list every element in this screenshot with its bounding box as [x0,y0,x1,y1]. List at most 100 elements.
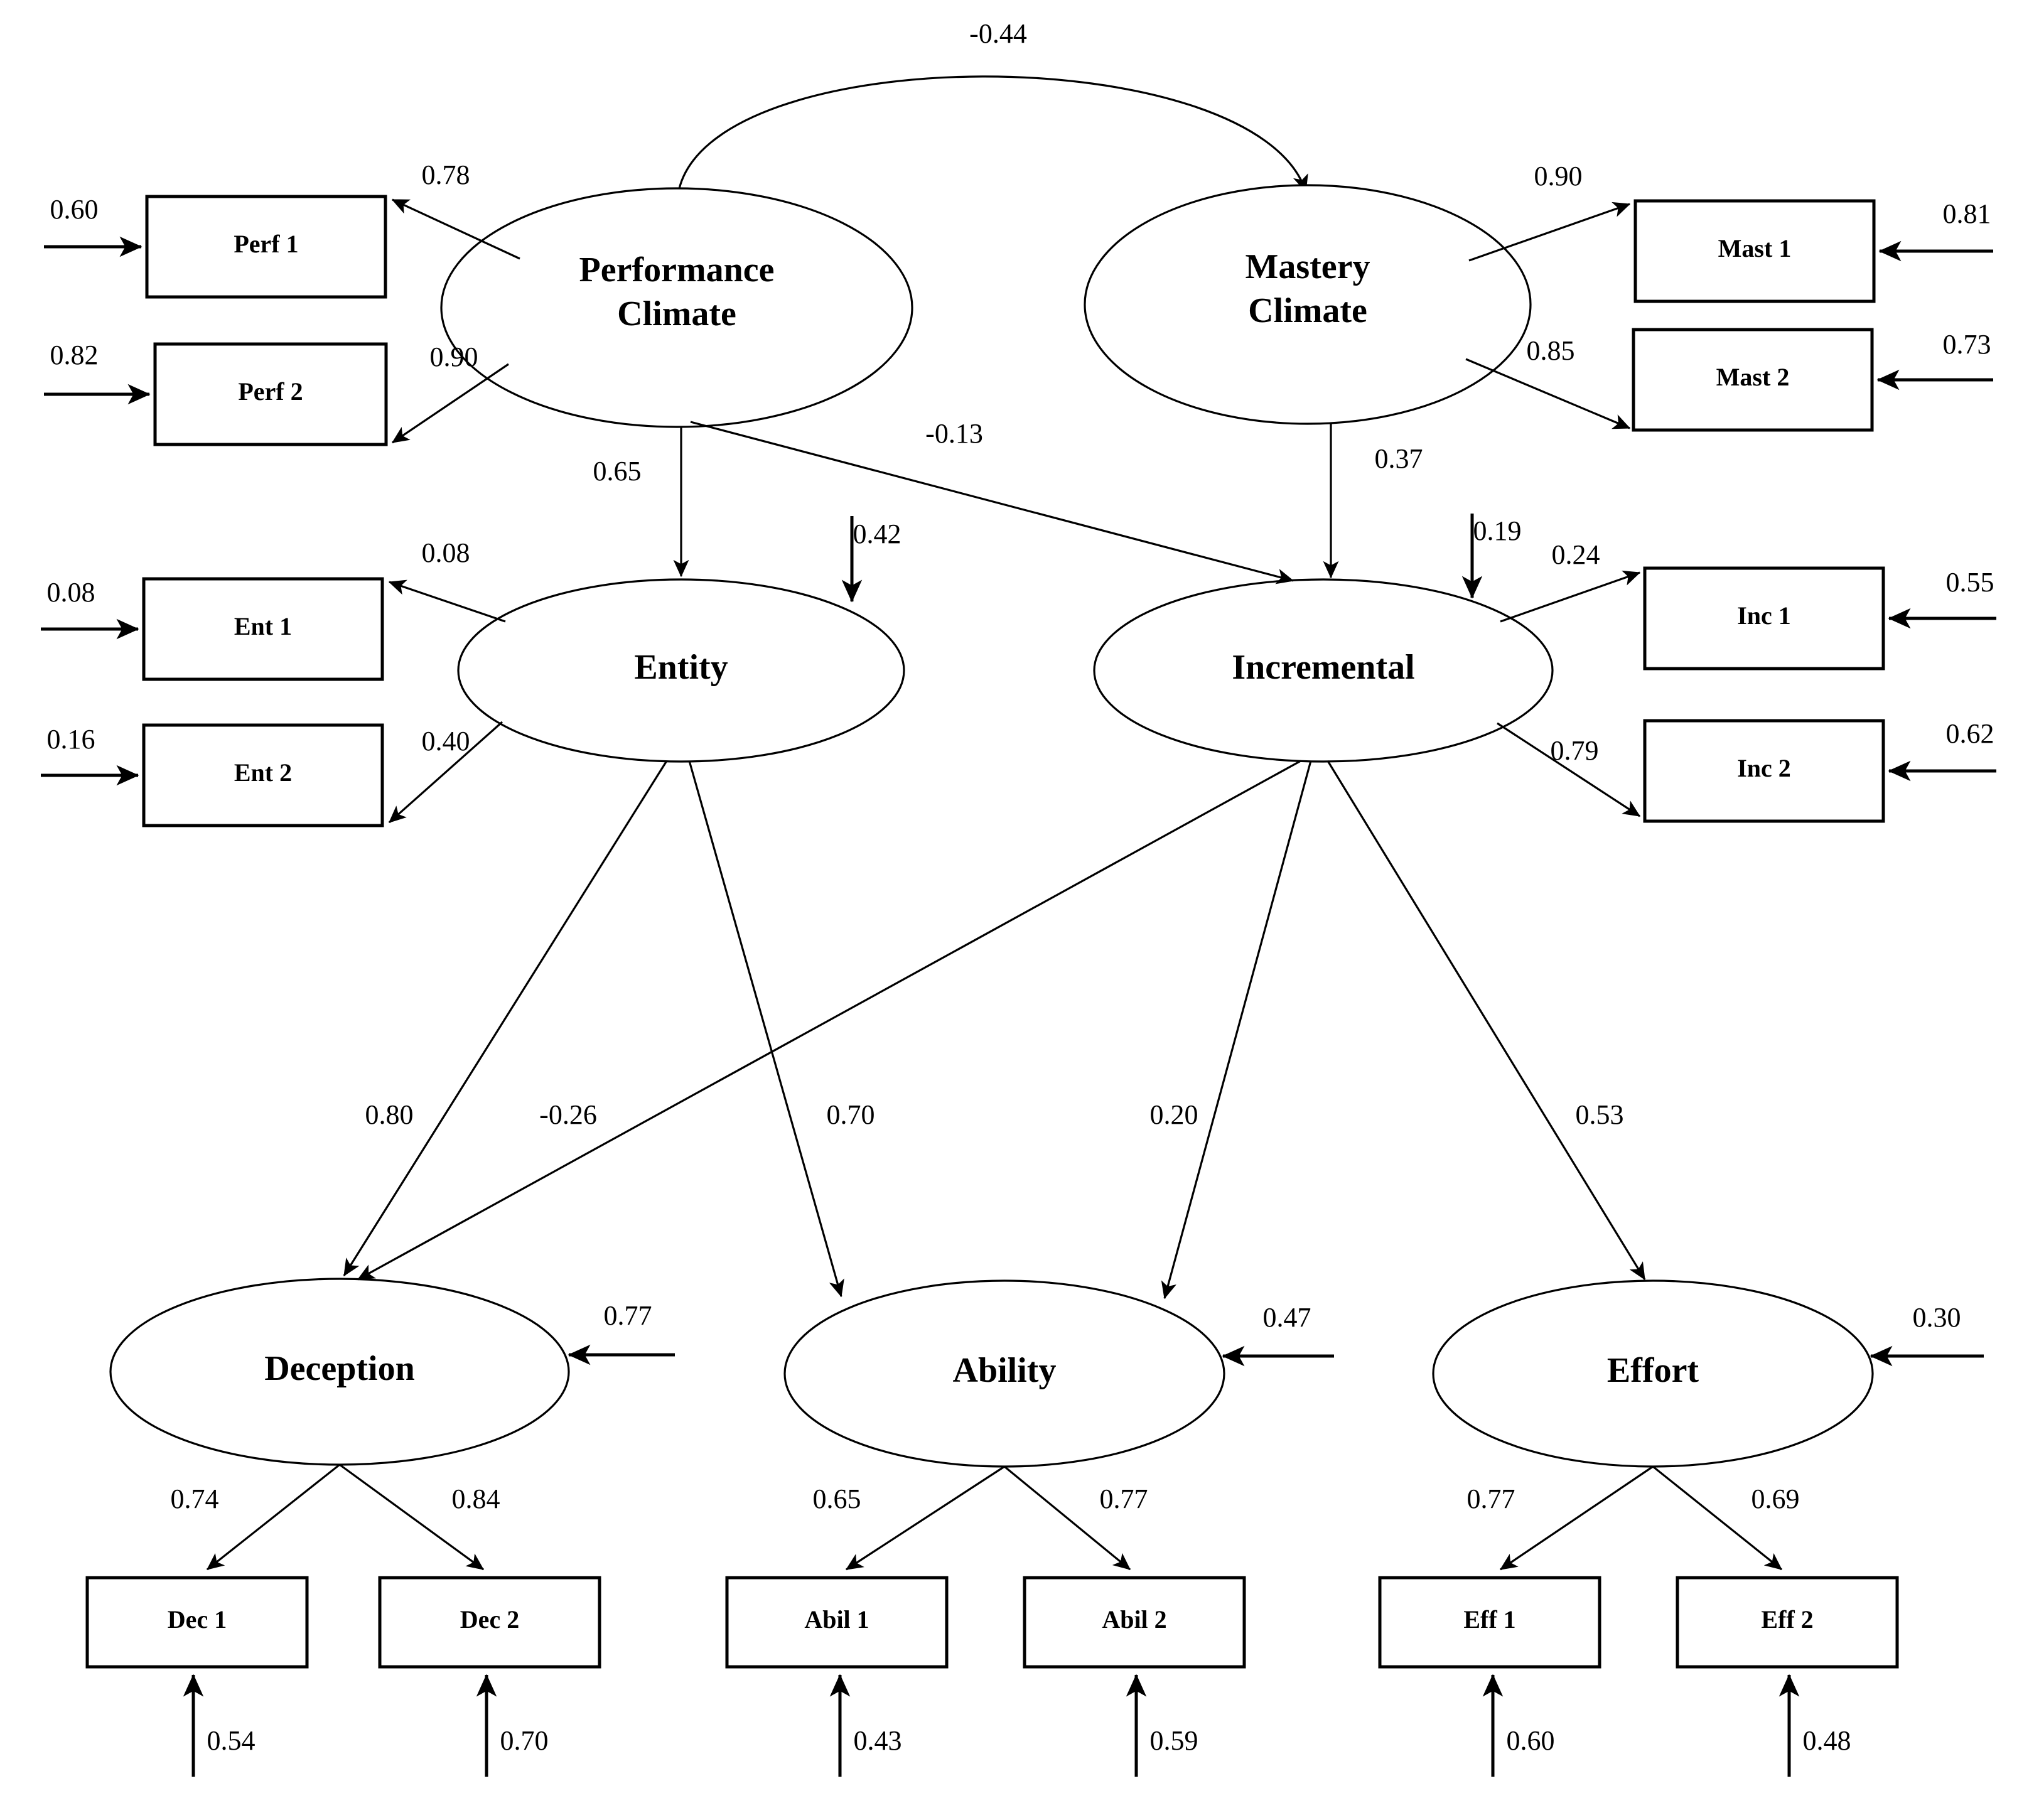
observed-ent2-label: Ent 2 [234,758,292,787]
observed-dec2-label: Dec 2 [460,1605,519,1634]
loading-perf-to-perf1 [391,198,520,260]
latent-performance-climate[interactable] [440,187,913,428]
loading-incremental-to-inc1 [1500,570,1641,623]
loading-deception-to-dec2 [339,1463,485,1571]
observed-ent1-label: Ent 1 [234,612,292,640]
structural-entity-to-ability [688,760,844,1298]
loading-mast-to-mast1 [1468,202,1631,262]
latent-ability-label: Ability [953,1351,1057,1390]
observed-perf1-label: Perf 1 [234,230,298,258]
observed-mast2-label: Mast 2 [1716,363,1790,391]
observed-inc1-label: Inc 1 [1737,601,1791,630]
loading-entity-to-ent2 [388,721,503,824]
coef-ability-to-abil2: 0.77 [1100,1483,1148,1514]
latent-mastery-climate-label-line2: Climate [1248,291,1367,330]
observed-inc1-box[interactable] [1643,566,1885,670]
coef-err-mast1: 0.81 [1943,198,1991,229]
coef-err-ent2: 0.16 [47,724,95,755]
latent-mastery-climate[interactable] [1084,184,1532,425]
coef-err-inc2: 0.62 [1946,718,1994,749]
loading-deception-to-dec1 [206,1463,340,1571]
coef-effort-to-eff1: 0.77 [1467,1483,1515,1514]
latent-entity-label: Entity [634,648,728,687]
coef-perf-to-perf1: 0.78 [422,159,470,190]
observed-inc2-label: Inc 2 [1737,754,1791,782]
latent-deception-label: Deception [264,1349,415,1388]
structural-incremental-to-effort [1326,760,1646,1281]
observed-perf2-box[interactable] [153,342,388,446]
coef-err-eff1: 0.60 [1507,1725,1555,1756]
coef-err-eff2: 0.48 [1803,1725,1851,1756]
coef-incremental-to-effort: 0.53 [1576,1099,1624,1130]
coef-effort-to-eff2: 0.69 [1752,1483,1800,1514]
coef-entity-disturbance: 0.42 [853,519,901,549]
observed-mast1-label: Mast 1 [1718,234,1792,262]
coef-incremental-to-inc1: 0.24 [1552,539,1600,570]
coef-entity-to-ability: 0.70 [827,1099,875,1130]
structural-entity-to-deception [343,760,668,1277]
latent-performance-climate-label-line2: Climate [617,294,736,333]
observed-mast2-box[interactable] [1632,328,1874,432]
coef-err-dec1: 0.54 [207,1725,256,1756]
coef-covariance-perf-mast: -0.44 [969,18,1027,49]
coef-err-abil1: 0.43 [854,1725,902,1756]
loading-effort-to-eff1 [1499,1465,1654,1571]
observed-abil1-label: Abil 1 [804,1605,869,1634]
observed-eff1-label: Eff 1 [1463,1605,1515,1634]
loading-incremental-to-inc2 [1497,722,1641,817]
coef-entity-to-ent2: 0.40 [422,726,470,757]
loading-perf-to-perf2 [391,363,509,444]
observed-eff2-label: Eff 2 [1761,1605,1813,1634]
observed-abil1-box[interactable] [725,1576,949,1669]
coef-entity-to-ent1: 0.08 [422,537,470,568]
observed-mast1-box[interactable] [1633,199,1876,303]
latent-entity[interactable] [457,578,905,763]
coef-err-ent1: 0.08 [47,577,95,608]
observed-ent2-box[interactable] [142,723,384,827]
loading-mast-to-mast2 [1465,358,1631,429]
loading-ability-to-abil2 [1003,1465,1131,1571]
observed-eff1-box[interactable] [1378,1576,1601,1669]
structural-incremental-to-deception [357,760,1301,1281]
coef-err-abil2: 0.59 [1150,1725,1198,1756]
observed-dec1-box[interactable] [85,1576,309,1669]
latent-mastery-climate-label-line1: Mastery [1245,247,1370,286]
latent-incremental-label: Incremental [1232,648,1414,687]
structural-perf-to-incremental [690,421,1294,584]
observed-abil2-label: Abil 2 [1102,1605,1166,1634]
coef-incremental-to-inc2: 0.79 [1551,735,1599,766]
latent-effort-label: Effort [1607,1351,1699,1390]
observed-dec1-label: Dec 1 [168,1605,227,1634]
coef-mast-to-mast2: 0.85 [1527,335,1575,366]
coef-entity-to-deception: 0.80 [365,1099,414,1130]
coef-mast-to-mast1: 0.90 [1534,161,1583,191]
coef-incremental-to-deception: -0.26 [539,1099,597,1130]
observed-inc2-box[interactable] [1643,719,1885,823]
coef-err-perf1: 0.60 [50,194,99,225]
coef-err-inc1: 0.55 [1946,567,1994,598]
observed-dec2-box[interactable] [378,1576,601,1669]
coef-incremental-disturbance: 0.19 [1473,515,1522,546]
loading-effort-to-eff2 [1652,1465,1782,1571]
coef-deception-to-dec2: 0.84 [452,1483,500,1514]
coef-err-perf2: 0.82 [50,340,99,370]
observed-perf2-label: Perf 2 [238,377,303,406]
coef-effort-disturbance: 0.30 [1913,1302,1961,1333]
coef-mast-to-incremental: 0.37 [1375,443,1423,474]
coef-perf-to-entity: 0.65 [593,456,642,487]
structural-incremental-to-ability [1161,760,1312,1300]
observed-eff2-box[interactable] [1676,1576,1899,1669]
latent-incremental[interactable] [1093,578,1554,763]
observed-ent1-box[interactable] [142,577,384,681]
coef-deception-disturbance: 0.77 [604,1300,652,1331]
coef-deception-to-dec1: 0.74 [171,1483,219,1514]
covariance-arc-performance-mastery [667,75,1308,212]
loading-entity-to-ent1 [388,579,506,623]
loading-ability-to-abil1 [845,1465,1005,1571]
observed-perf1-box[interactable] [145,195,387,299]
observed-abil2-box[interactable] [1023,1576,1246,1669]
coef-perf-to-incremental: -0.13 [925,418,983,449]
